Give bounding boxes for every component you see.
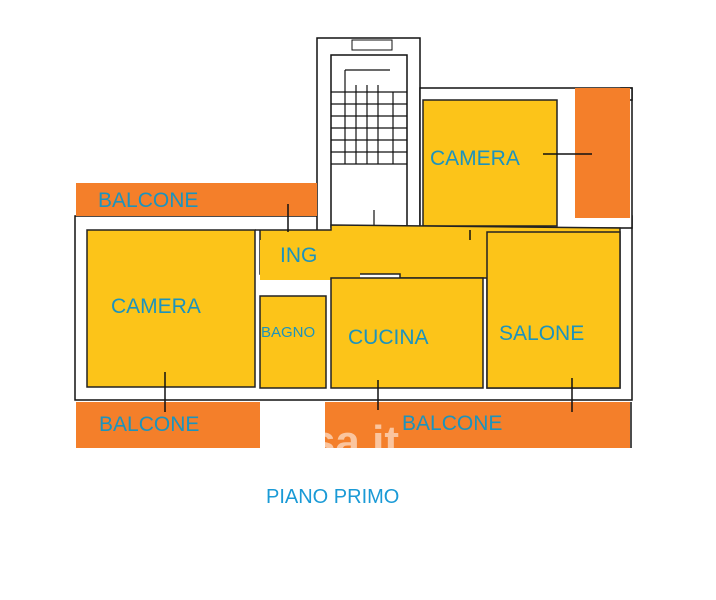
room-salone xyxy=(486,231,621,389)
room-cucina xyxy=(330,277,484,389)
room-camera-top xyxy=(422,99,558,227)
balcony-top xyxy=(76,183,317,216)
staircase xyxy=(330,39,408,240)
label-ingresso: ING xyxy=(280,244,317,267)
label-bagno: BAGNO xyxy=(261,324,315,341)
label-balcone-bottom-right: BALCONE xyxy=(402,412,502,435)
label-balcone-bottom-left: BALCONE xyxy=(99,413,199,436)
label-salone: SALONE xyxy=(499,322,584,345)
label-camera-top: CAMERA xyxy=(430,147,520,170)
door-marks xyxy=(164,153,592,412)
balcony-bottom-right xyxy=(325,402,630,448)
label-camera-left: CAMERA xyxy=(111,295,201,318)
room-camera-left xyxy=(86,229,256,388)
balcony-east xyxy=(575,88,630,218)
room-bagno xyxy=(259,295,327,389)
floor-title: PIANO PRIMO xyxy=(266,486,399,508)
watermark: casa.it xyxy=(262,417,399,466)
hall-fill xyxy=(260,240,360,280)
label-cucina: CUCINA xyxy=(348,326,429,349)
label-balcone-top: BALCONE xyxy=(98,189,198,212)
balcony-bottom-left xyxy=(76,402,260,448)
